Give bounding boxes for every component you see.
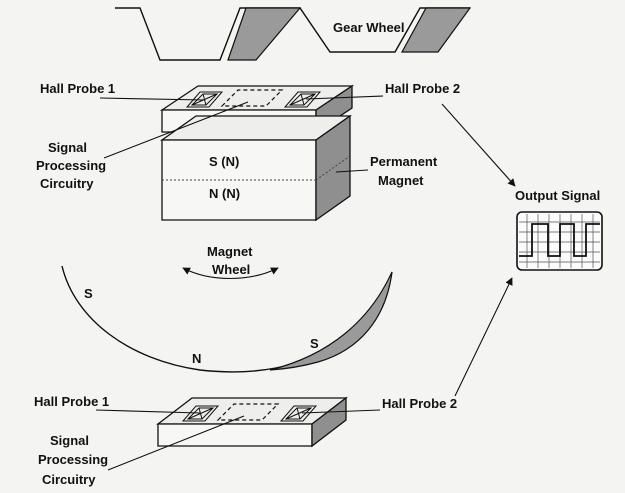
arrow-bottom-to-output	[454, 277, 513, 397]
arrow-top-to-output	[441, 103, 516, 187]
pole-label-top: S (N)	[209, 154, 239, 169]
bottom-chip-outline	[216, 403, 280, 421]
bottom-hall-probe-2	[279, 405, 318, 422]
gear-tooth-shade-2	[400, 7, 472, 53]
gear-wheel	[115, 7, 472, 61]
signal-bottom-line1: Signal	[50, 433, 89, 448]
oscilloscope	[516, 211, 603, 271]
top-chip-outline	[220, 89, 284, 107]
leader-hp2-bottom	[301, 409, 381, 414]
pole-s-right: S	[310, 336, 319, 351]
rotation-arrow	[182, 267, 279, 279]
magnet-wheel-line2: Wheel	[212, 262, 250, 277]
square-wave	[519, 223, 600, 257]
leader-magnet	[335, 169, 369, 173]
leader-signal-bottom	[107, 415, 245, 471]
signal-top-line1: Signal	[48, 140, 87, 155]
leader-hp1-top	[99, 97, 206, 101]
signal-top-line3: Circuitry	[40, 176, 94, 191]
pole-s-left: S	[84, 286, 93, 301]
output-signal-label: Output Signal	[515, 188, 600, 203]
signal-top-line2: Processing	[36, 158, 106, 173]
permanent-magnet-line2: Magnet	[378, 173, 424, 188]
permanent-magnet-block	[159, 114, 353, 222]
bottom-probe-plate	[156, 396, 348, 448]
top-hall-probe-1	[185, 91, 224, 108]
hall-probe-1-top-label: Hall Probe 1	[40, 81, 115, 96]
gear-tooth-shade-1	[227, 7, 302, 61]
hall-probe-2-top-label: Hall Probe 2	[385, 81, 460, 96]
hall-probe-1-bottom-label: Hall Probe 1	[34, 394, 109, 409]
leader-hp1-bottom	[95, 409, 201, 414]
signal-bottom-line2: Processing	[38, 452, 108, 467]
permanent-magnet-line1: Permanent	[370, 154, 438, 169]
pole-n: N	[192, 351, 201, 366]
leader-signal-top	[103, 101, 249, 159]
magnet-wheel	[61, 265, 393, 373]
signal-bottom-line3: Circuitry	[42, 472, 96, 487]
gear-wheel-label: Gear Wheel	[333, 20, 405, 35]
magnet-wheel-line1: Magnet	[207, 244, 253, 259]
magnet-wheel-shade	[269, 271, 393, 371]
leader-hp2-top	[305, 95, 384, 100]
pole-label-bottom: N (N)	[209, 186, 240, 201]
top-hall-probe-2	[283, 91, 322, 108]
bottom-hall-probe-1	[181, 405, 220, 422]
hall-probe-2-bottom-label: Hall Probe 2	[382, 396, 457, 411]
